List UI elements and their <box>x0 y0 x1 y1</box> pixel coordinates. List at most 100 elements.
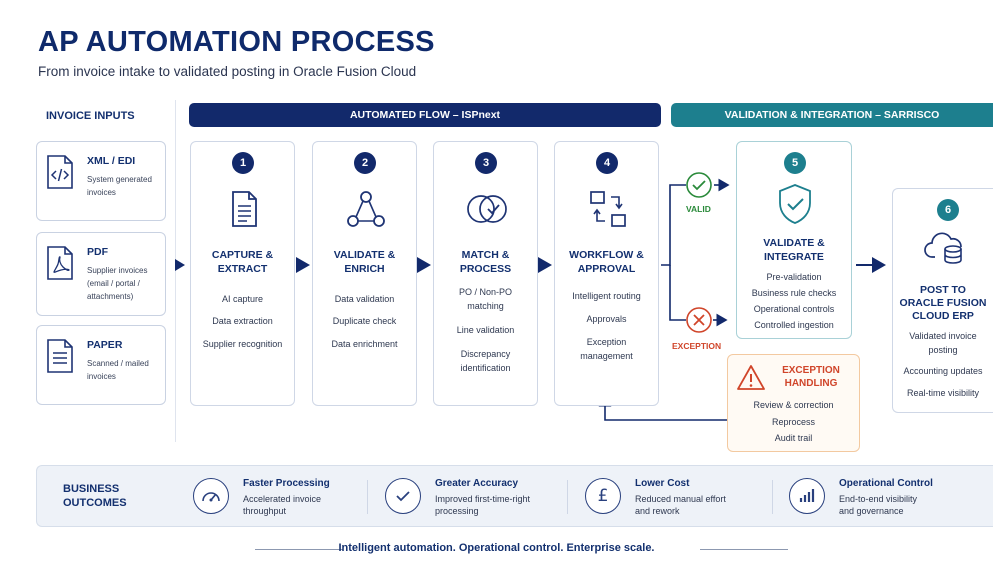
step-title: CAPTURE & EXTRACT <box>191 248 294 276</box>
step-detail: management <box>580 351 633 361</box>
input-desc: Scanned / mailed invoices <box>87 359 149 381</box>
step-detail: Data validation <box>334 294 395 304</box>
step-detail: Exception <box>586 337 627 347</box>
footer-rule-right <box>700 549 788 550</box>
checkmark-icon <box>385 478 421 514</box>
outcome-desc-line: throughput <box>243 506 287 516</box>
outcomes-heading-line: BUSINESS <box>63 483 120 495</box>
valid-branch-line <box>661 184 686 266</box>
step-title-line: WORKFLOW & <box>569 249 644 261</box>
outcome-title: Greater Accuracy <box>435 478 519 489</box>
step-title-line: ENRICH <box>344 263 385 275</box>
inputs-arrow <box>175 259 185 271</box>
input-card-pdf: PDF Supplier invoices (email / portal / … <box>36 232 166 316</box>
outcome-desc: Accelerated invoice throughput <box>243 493 321 517</box>
outcome-desc-line: Accelerated invoice <box>243 494 322 504</box>
step-number-badge: 1 <box>232 152 254 174</box>
step-detail: Supplier recognition <box>202 339 283 349</box>
exception-label: EXCEPTION <box>672 341 722 351</box>
outcome-desc-line: and governance <box>839 506 904 516</box>
step-validate-integrate: 5 VALIDATE &INTEGRATE Pre-validation Bus… <box>736 141 852 339</box>
input-desc: System generated invoices <box>87 175 152 197</box>
outcome-title: Faster Processing <box>243 478 330 489</box>
step-title-line: APPROVAL <box>577 263 636 275</box>
step-detail: Intelligent routing <box>572 291 641 301</box>
pound-icon: £ <box>585 478 621 514</box>
step-title-line: CLOUD ERP <box>912 310 974 322</box>
workflow-icon <box>590 191 626 227</box>
document-icon <box>232 191 257 227</box>
step-title-line: VALIDATE & <box>333 249 396 261</box>
valid-check-icon <box>686 172 712 198</box>
invoice-inputs-heading: INVOICE INPUTS <box>46 110 135 122</box>
outcome-title: Operational Control <box>839 478 933 489</box>
step-detail: posting <box>928 345 958 355</box>
step-number-badge: 3 <box>475 152 497 174</box>
step-detail: Approvals <box>586 314 627 324</box>
outcome-divider <box>772 480 773 514</box>
exception-branch-line <box>669 265 686 321</box>
input-title: PDF <box>87 246 108 258</box>
footer-rule-left <box>255 549 343 550</box>
outcomes-heading-line: OUTCOMES <box>63 497 127 509</box>
step-match-process: 3 MATCH & PROCESS PO / Non-PO matching Li… <box>433 141 538 406</box>
step-workflow-approval: 4 WORKFLOW &APPROVAL Intelligent routing… <box>554 141 659 406</box>
exception-handling-card: EXCEPTION HANDLING Review & correction Re… <box>727 354 860 452</box>
step-detail: Discrepancy <box>460 349 511 359</box>
step-title-line: EXTRACT <box>217 263 268 275</box>
outcome-divider <box>567 480 568 514</box>
step-title-line: CAPTURE & <box>211 249 274 261</box>
section-divider <box>175 100 176 442</box>
step-title-line: PROCESS <box>459 263 512 275</box>
step-detail: Real-time visibility <box>906 388 979 398</box>
outcome-title: Lower Cost <box>635 478 690 489</box>
business-outcomes-bar: BUSINESS OUTCOMES Faster Processing Accel… <box>36 465 993 527</box>
step-title-line: MATCH & <box>461 249 510 261</box>
outcome-desc-line: Improved first-time-right <box>435 494 531 504</box>
exception-detail: Reprocess <box>771 417 816 427</box>
exception-title-line: EXCEPTION <box>782 365 840 376</box>
step-detail: Data enrichment <box>331 339 398 349</box>
validation-label: VALIDATION & INTEGRATION – SARRISCO <box>724 109 940 121</box>
automated-flow-label: AUTOMATED FLOW – ISPnext <box>349 109 501 121</box>
footer-tagline: Intelligent automation. Operational cont… <box>338 542 655 554</box>
step-title: VALIDATE &INTEGRATE <box>737 236 851 264</box>
exception-detail: Audit trail <box>774 433 813 443</box>
step-detail: Line validation <box>456 325 515 335</box>
exception-detail: Review & correction <box>753 400 834 410</box>
outcome-divider <box>367 480 368 514</box>
step-detail: Data extraction <box>212 316 273 326</box>
input-desc: Supplier invoices (email / portal / atta… <box>87 266 148 301</box>
step-number-badge: 2 <box>354 152 376 174</box>
exception-title-line: HANDLING <box>784 378 838 389</box>
step-detail: identification <box>460 363 511 373</box>
match-circles-icon <box>467 195 507 223</box>
valid-label: VALID <box>686 204 711 214</box>
step-title: VALIDATE & ENRICH <box>313 248 416 276</box>
cloud-database-icon <box>924 232 962 264</box>
step-title-line: POST TO <box>920 284 966 296</box>
input-title: XML / EDI <box>87 155 136 167</box>
step-capture-extract: 1 CAPTURE & EXTRACT AI capture Data extra… <box>190 141 295 406</box>
step-detail: Duplicate check <box>332 316 397 326</box>
input-card-paper: PAPER Scanned / mailed invoices <box>36 325 166 405</box>
step-detail: Pre-validation <box>766 272 822 282</box>
page-title: AP AUTOMATION PROCESS <box>38 26 435 58</box>
step-detail: Validated invoice <box>909 331 977 341</box>
step-title-line: ORACLE FUSION <box>899 297 987 309</box>
step-number-badge: 6 <box>937 199 959 221</box>
outcome-desc-line: Reduced manual effort <box>635 494 726 504</box>
step-title: MATCH & PROCESS <box>434 248 537 276</box>
step-detail: AI capture <box>221 294 264 304</box>
speedometer-icon <box>193 478 229 514</box>
step-detail: matching <box>467 301 504 311</box>
step-detail: PO / Non-PO <box>458 287 512 297</box>
step-detail: Controlled ingestion <box>754 320 834 330</box>
automated-flow-banner: AUTOMATED FLOW – ISPnext <box>189 103 661 127</box>
